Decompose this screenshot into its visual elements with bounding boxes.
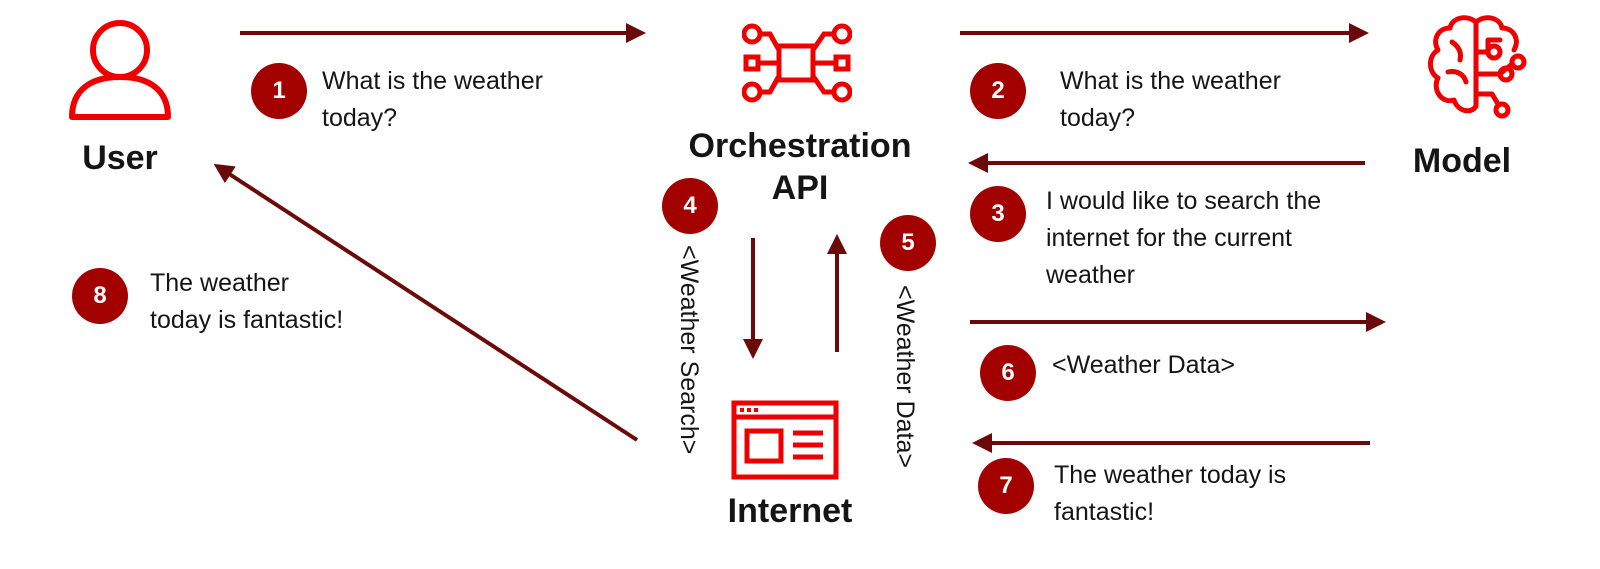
step-badge-3: 3: [970, 186, 1026, 242]
step-badge-1: 1: [251, 63, 307, 119]
orchestration-icon: [742, 23, 852, 103]
step-2-line-1: What is the weather: [1060, 67, 1281, 95]
step-2-line-2: today?: [1060, 104, 1136, 132]
step-3-line-1: I would like to search the: [1046, 187, 1322, 215]
orchestration-label-line1: Orchestration: [688, 127, 912, 165]
step-6-line-1: <Weather Data>: [1052, 351, 1235, 379]
step-badge-4: 4: [662, 178, 718, 234]
step-7-line-2: fantastic!: [1054, 498, 1155, 526]
step-badge-6: 6: [980, 345, 1036, 401]
user-label: User: [82, 139, 158, 177]
step-7-message: The weather today is fantastic!: [1054, 457, 1286, 531]
brain-circuit-icon: [1428, 15, 1527, 119]
step-4-message: <Weather Search>: [675, 245, 703, 455]
step-7-line-1: The weather today is: [1054, 461, 1287, 489]
model-label: Model: [1412, 142, 1512, 180]
step-badge-2: 2: [970, 63, 1026, 119]
step-3-line-2: internet for the current: [1046, 224, 1292, 252]
step-8-line-1: The weather: [150, 269, 289, 297]
user-icon: [69, 20, 171, 120]
step-3-line-3: weather: [1046, 261, 1135, 289]
step-6-message: <Weather Data>: [1052, 347, 1235, 384]
step-5-message: <Weather Data>: [891, 285, 919, 468]
step-1-line-2: today?: [322, 104, 398, 132]
step-badge-7: 7: [978, 458, 1034, 514]
arrow-orchestration-to-user: [213, 163, 639, 442]
step-1-line-1: What is the weather: [322, 67, 543, 95]
step-badge-5: 5: [880, 215, 936, 271]
step-1-message: What is the weather today?: [322, 63, 543, 137]
step-3-message: I would like to search the internet for …: [1046, 183, 1321, 294]
browser-window-icon: [731, 400, 839, 480]
orchestration-label-line2: API: [771, 169, 829, 207]
step-8-line-2: today is fantastic!: [150, 306, 344, 334]
internet-label: Internet: [727, 492, 853, 530]
step-8-message: The weather today is fantastic!: [150, 265, 343, 339]
step-badge-8: 8: [72, 268, 128, 324]
step-2-message: What is the weather today?: [1060, 63, 1281, 137]
